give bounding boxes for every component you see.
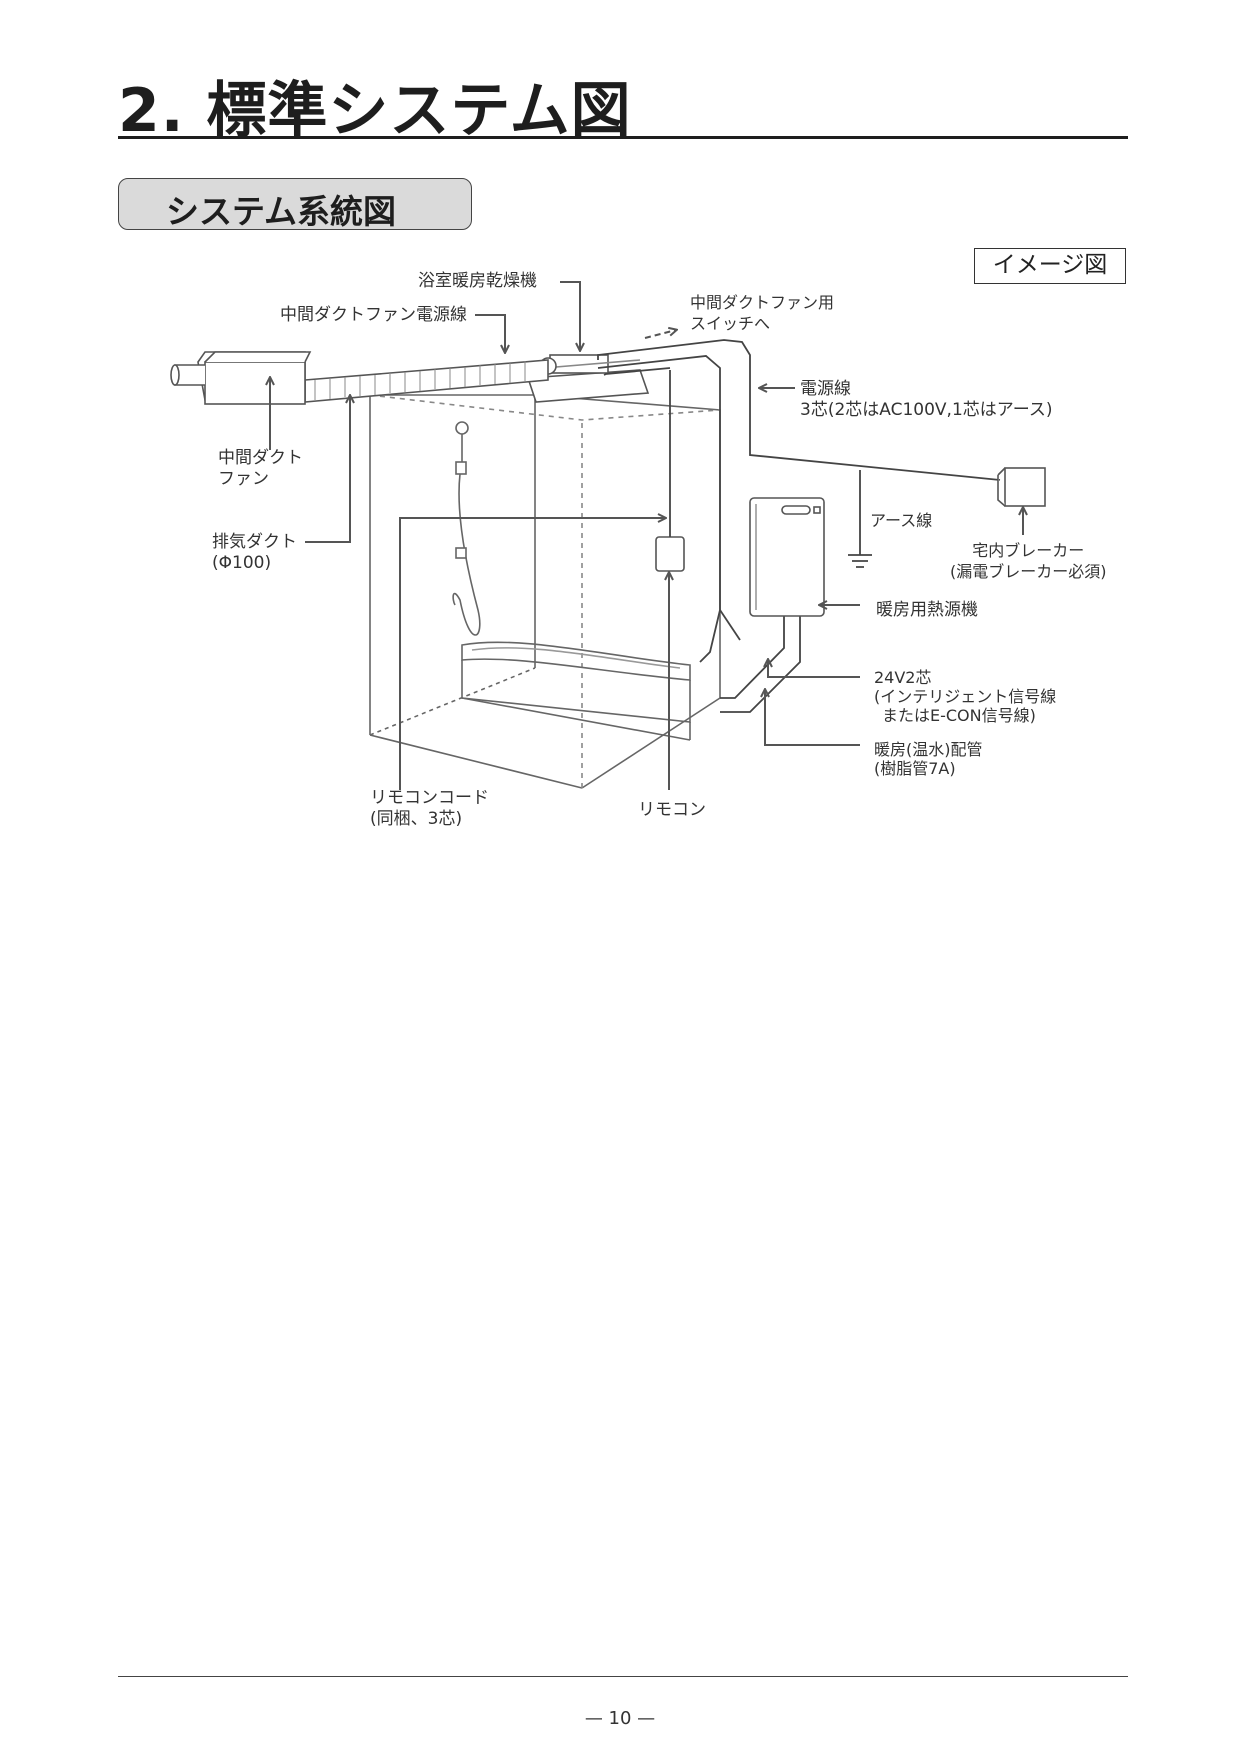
home-breaker xyxy=(997,467,1046,507)
label-earth-line: アース線 xyxy=(870,511,933,530)
bathroom-unit xyxy=(369,394,721,789)
footer-rule xyxy=(118,1676,1128,1677)
label-remote-cord-line1: リモコンコード xyxy=(370,788,489,808)
label-duct-fan-switch-line1: 中間ダクトファン用 xyxy=(690,293,835,312)
label-heat-source: 暖房用熱源機 xyxy=(876,600,978,620)
label-breaker-line1: 宅内ブレーカー xyxy=(972,541,1085,560)
label-heating-pipe-line2: (樹脂管7A) xyxy=(874,759,956,778)
bathtub xyxy=(461,641,691,741)
heat-source-unit xyxy=(749,497,825,617)
label-signal-line3: またはE-CON信号線) xyxy=(882,706,1036,725)
page-title: 2. 標準システム図 xyxy=(118,76,632,146)
label-duct-fan: 中間ダクト ファン xyxy=(218,448,303,490)
label-duct-fan-switch: 中間ダクトファン用 スイッチへ xyxy=(690,292,834,334)
system-diagram xyxy=(170,281,1046,790)
title-rule xyxy=(118,136,1128,139)
label-duct-fan-power: 中間ダクトファン電源線 xyxy=(280,305,467,325)
label-power-line: 電源線 3芯(2芯はAC100V,1芯はアース) xyxy=(800,379,1053,421)
label-signal-line2: (インテリジェント信号線 xyxy=(874,687,1057,706)
label-remote: リモコン xyxy=(638,800,706,820)
label-breaker-line2: (漏電ブレーカー必須) xyxy=(950,562,1107,581)
label-power-line-line2: 3芯(2芯はAC100V,1芯はアース) xyxy=(800,400,1053,420)
label-remote-cord: リモコンコード (同梱、3芯) xyxy=(370,788,489,830)
label-signal-line: 24V2芯 (インテリジェント信号線 またはE-CON信号線) xyxy=(874,668,1056,725)
label-exhaust-duct: 排気ダクト (Φ100) xyxy=(212,532,297,574)
label-duct-fan-line2: ファン xyxy=(218,469,269,489)
label-exhaust-duct-line1: 排気ダクト xyxy=(212,532,297,552)
label-heating-pipe-line1: 暖房(温水)配管 xyxy=(874,740,983,759)
label-exhaust-duct-line2: (Φ100) xyxy=(212,553,272,573)
duct-fan-box xyxy=(170,351,312,405)
label-remote-cord-line2: (同梱、3芯) xyxy=(370,809,463,829)
label-bath-dryer: 浴室暖房乾燥機 xyxy=(418,271,537,291)
label-power-line-line1: 電源線 xyxy=(800,379,851,399)
section-header-box xyxy=(118,178,472,230)
section-title: システム系統図 xyxy=(166,192,397,231)
label-signal-line1: 24V2芯 xyxy=(874,668,932,687)
label-heating-pipe: 暖房(温水)配管 (樹脂管7A) xyxy=(874,740,983,778)
page-number: — 10 — xyxy=(584,1708,656,1729)
label-duct-fan-switch-line2: スイッチへ xyxy=(690,314,771,333)
label-breaker: 宅内ブレーカー (漏電ブレーカー必須) xyxy=(950,540,1107,582)
shower xyxy=(452,421,481,636)
label-duct-fan-line1: 中間ダクト xyxy=(218,448,303,468)
remote-device xyxy=(655,536,685,572)
callout-leaders xyxy=(270,281,1023,790)
image-badge: イメージ図 xyxy=(974,248,1126,284)
wiring xyxy=(597,339,1001,713)
